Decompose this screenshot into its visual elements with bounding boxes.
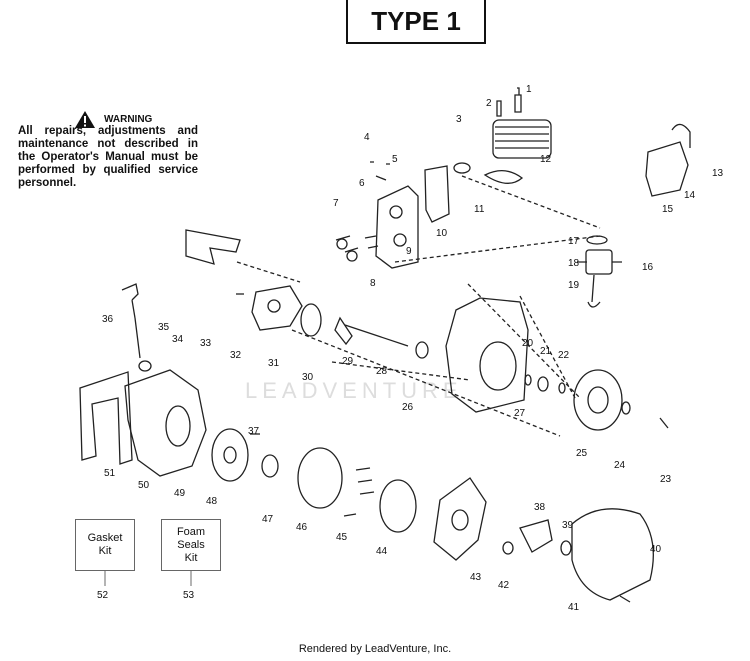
- callout-11[interactable]: 11: [474, 204, 485, 215]
- callout-3[interactable]: 3: [456, 114, 462, 125]
- callout-13[interactable]: 13: [712, 168, 724, 179]
- callout-23[interactable]: 23: [660, 474, 672, 485]
- callout-34[interactable]: 34: [172, 334, 184, 345]
- callout-21[interactable]: 21: [540, 346, 552, 357]
- callout-47[interactable]: 47: [262, 514, 274, 525]
- callout-35[interactable]: 35: [158, 322, 170, 333]
- callout-labels: 1 2 3 4 5 6 7 8 9 10 11 12 13 14 15 16 1…: [97, 84, 724, 613]
- callout-20[interactable]: 20: [522, 338, 534, 349]
- warning-heading-text: WARNING: [104, 114, 153, 125]
- callout-26[interactable]: 26: [402, 402, 414, 413]
- callout-1[interactable]: 1: [526, 84, 532, 95]
- callout-14[interactable]: 14: [684, 190, 696, 201]
- callout-25[interactable]: 25: [576, 448, 588, 459]
- callout-27[interactable]: 27: [514, 408, 526, 419]
- callout-48[interactable]: 48: [206, 496, 218, 507]
- callout-50[interactable]: 50: [138, 480, 150, 491]
- callout-44[interactable]: 44: [376, 546, 388, 557]
- foam-seals-kit-box[interactable]: Foam Seals Kit: [161, 519, 221, 571]
- callout-18[interactable]: 18: [568, 258, 580, 269]
- callout-7[interactable]: 7: [333, 198, 339, 209]
- warning-icon: [75, 111, 95, 128]
- callout-43[interactable]: 43: [470, 572, 482, 583]
- callout-5[interactable]: 5: [392, 154, 398, 165]
- callout-10[interactable]: 10: [436, 228, 448, 239]
- callout-46[interactable]: 46: [296, 522, 308, 533]
- callout-8[interactable]: 8: [370, 278, 376, 289]
- callout-49[interactable]: 49: [174, 488, 186, 499]
- callout-28[interactable]: 28: [376, 366, 388, 377]
- callout-39[interactable]: 39: [562, 520, 574, 531]
- callout-30[interactable]: 30: [302, 372, 314, 383]
- callout-6[interactable]: 6: [359, 178, 365, 189]
- callout-2[interactable]: 2: [486, 98, 492, 109]
- gasket-kit-box[interactable]: Gasket Kit: [75, 519, 135, 571]
- callout-4[interactable]: 4: [364, 132, 370, 143]
- callout-41[interactable]: 41: [568, 602, 580, 613]
- callout-51[interactable]: 51: [104, 468, 116, 479]
- callout-38[interactable]: 38: [534, 502, 546, 513]
- callout-32[interactable]: 32: [230, 350, 242, 361]
- callout-53[interactable]: 53: [183, 590, 195, 601]
- callout-40[interactable]: 40: [650, 544, 662, 555]
- callout-17[interactable]: 17: [568, 236, 580, 247]
- callout-22[interactable]: 22: [558, 350, 570, 361]
- callout-9[interactable]: 9: [406, 246, 412, 257]
- callout-37[interactable]: 37: [248, 426, 260, 437]
- callout-29[interactable]: 29: [342, 356, 354, 367]
- callout-42[interactable]: 42: [498, 580, 510, 591]
- callout-33[interactable]: 33: [200, 338, 212, 349]
- callout-31[interactable]: 31: [268, 358, 280, 369]
- warning-text: All repairs, adjustments and maintenance…: [18, 125, 198, 189]
- warning-heading: WARNING: [74, 110, 152, 129]
- diagram-title: TYPE 1: [346, 0, 486, 44]
- callout-36[interactable]: 36: [102, 314, 114, 325]
- callout-19[interactable]: 19: [568, 280, 580, 291]
- watermark: LEADVENTURE: [245, 378, 463, 403]
- callout-12[interactable]: 12: [540, 154, 552, 165]
- footer-credit: Rendered by LeadVenture, Inc.: [298, 643, 452, 655]
- callout-45[interactable]: 45: [336, 532, 348, 543]
- kit-leader-lines: [104, 571, 192, 586]
- callout-52[interactable]: 52: [97, 590, 109, 601]
- callout-16[interactable]: 16: [642, 262, 654, 273]
- part-drawings: [79, 87, 691, 603]
- callout-24[interactable]: 24: [614, 460, 626, 471]
- callout-15[interactable]: 15: [662, 204, 674, 215]
